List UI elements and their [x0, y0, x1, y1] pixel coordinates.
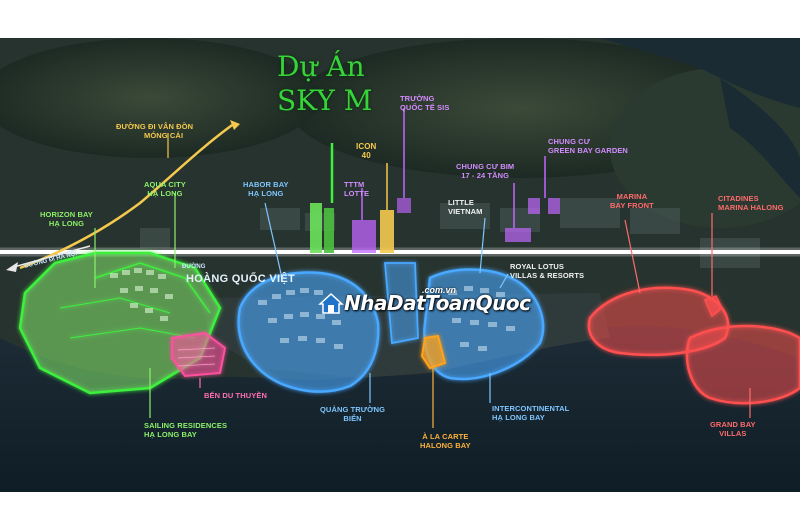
river-east — [720, 78, 800, 198]
river-northeast — [600, 38, 800, 108]
zone-blue — [237, 262, 545, 393]
hills-northwest — [0, 38, 320, 158]
label-road-hoang-quoc-viet: HOÀNG QUỐC VIỆT — [186, 273, 296, 285]
watermark-logo: NhaDatToanQuoc — [318, 288, 531, 318]
road-van-don — [19, 121, 236, 270]
project-title-line2: SKY M — [277, 84, 373, 117]
sea — [0, 326, 800, 492]
sis-school — [397, 108, 411, 213]
zone-orange-a-la-carte — [420, 334, 447, 370]
green-bay-garden — [528, 156, 560, 214]
blue-villas — [258, 286, 515, 351]
label-road-prefix: ĐƯỜNG — [182, 264, 206, 270]
leader-lines — [94, 133, 751, 428]
zone-green — [18, 251, 222, 395]
zone-red — [587, 286, 800, 405]
house-logo-icon — [318, 292, 344, 314]
bim-apartment — [505, 183, 531, 242]
project-title-line1: Dự Án — [277, 50, 365, 83]
icon40-tower — [380, 163, 394, 253]
map-artwork — [0, 38, 800, 492]
zone-pink-marina — [171, 331, 227, 378]
green-villas — [110, 268, 173, 321]
sky-m-tower — [310, 143, 334, 253]
label-ben-du-thuyen: BẾN DU THUYỀN — [204, 391, 267, 400]
lotte-building — [352, 188, 376, 253]
watermark-domain: .com.vn — [422, 285, 457, 295]
watermark-brand: NhaDatToanQuoc — [344, 291, 531, 315]
